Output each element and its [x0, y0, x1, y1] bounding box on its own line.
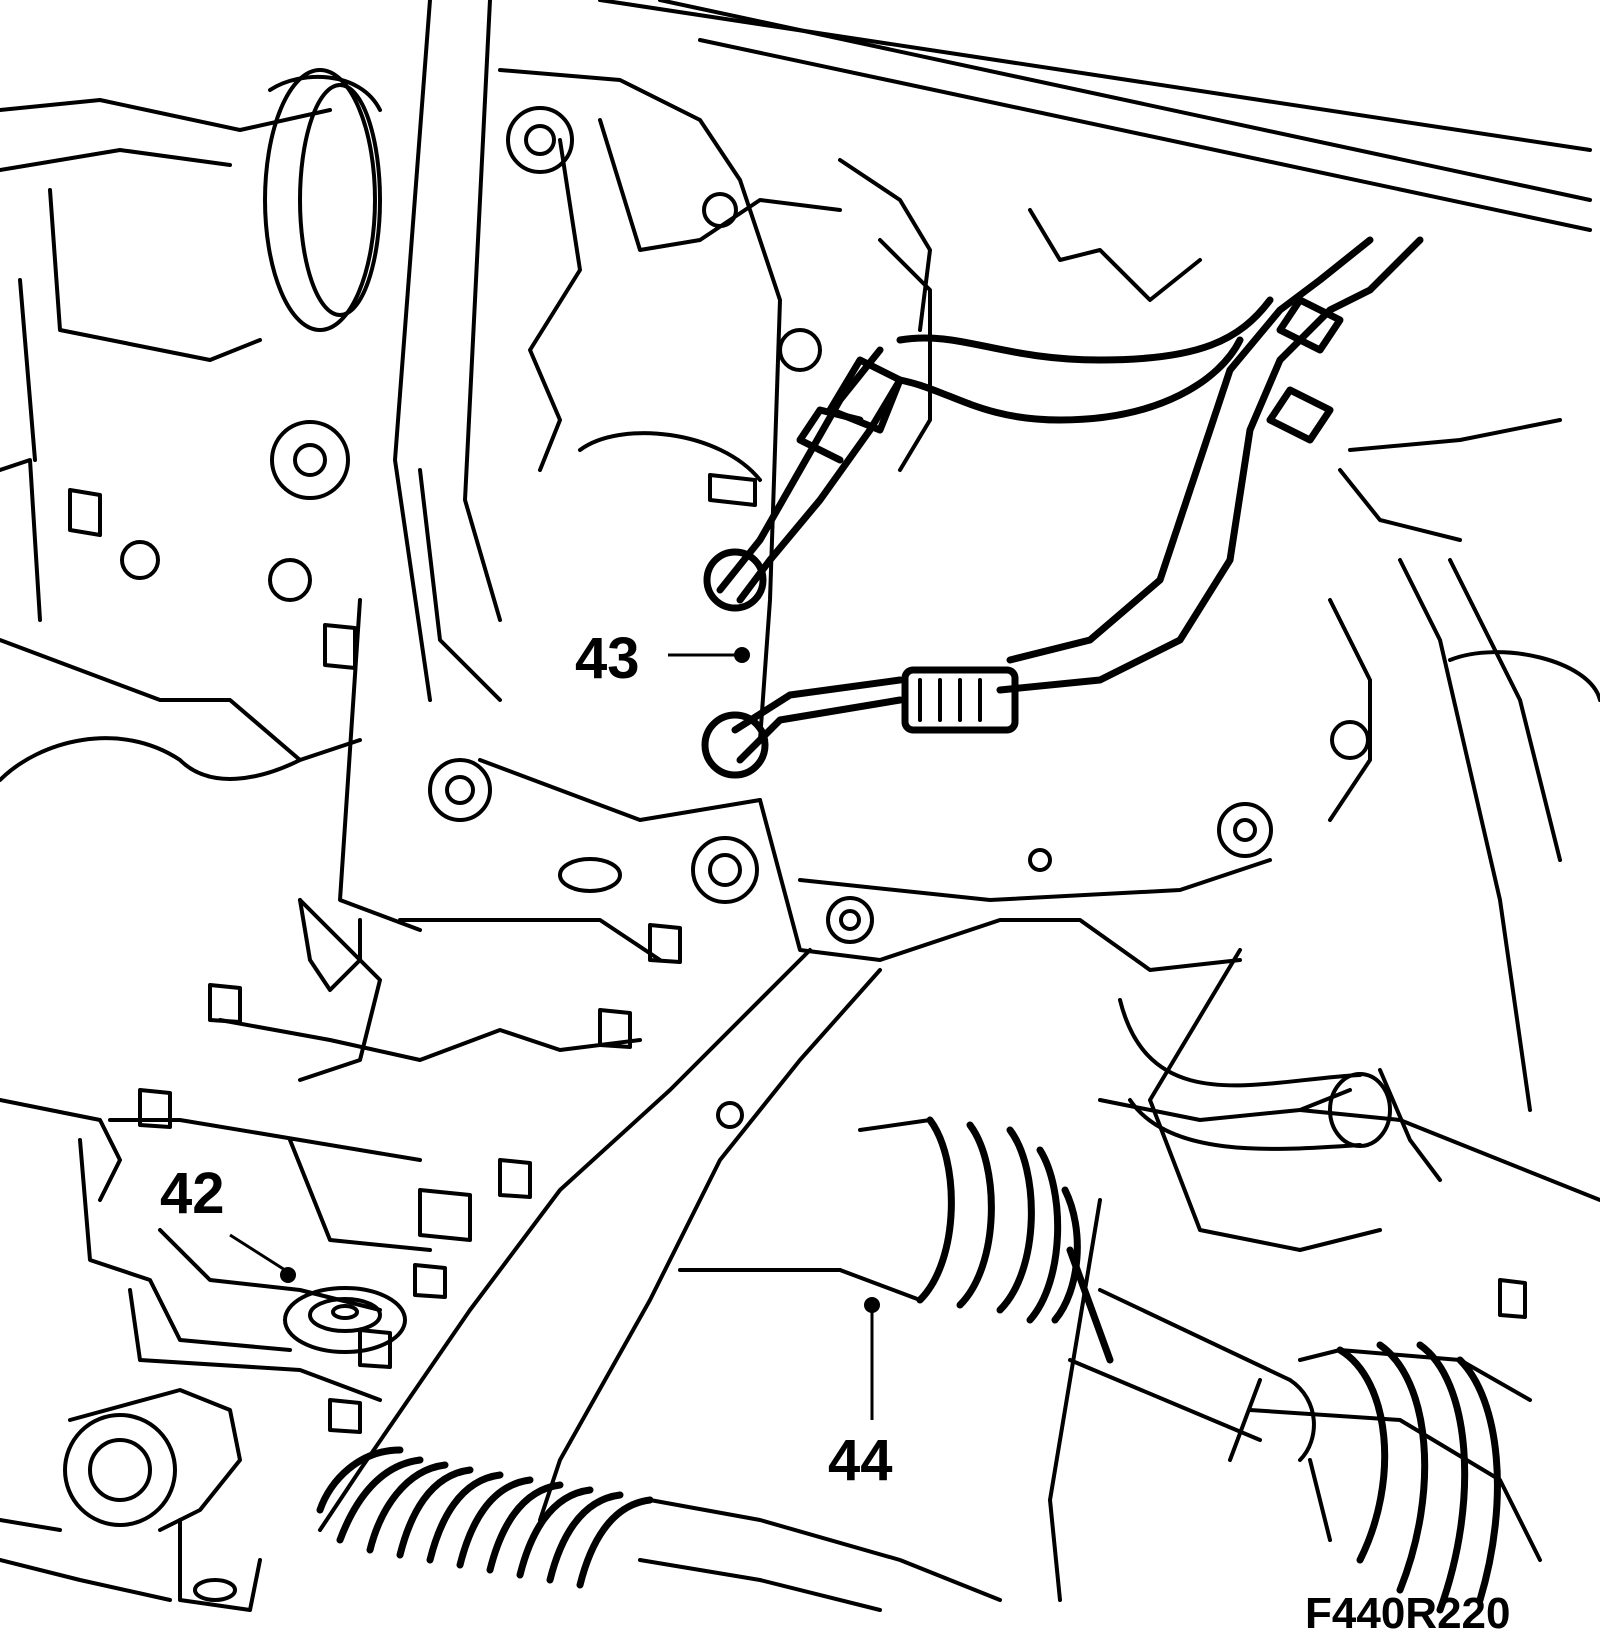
- callout-leaders: [229, 647, 880, 1420]
- callout-43-label: 43: [575, 626, 640, 691]
- figure-id: F440R220: [1305, 1589, 1510, 1638]
- callout-44-dot: [864, 1297, 880, 1313]
- drive-shaft-boot: [678, 1116, 1532, 1614]
- round-cover: [263, 68, 382, 332]
- diagonal-member: [318, 798, 1272, 1532]
- subframe: [0, 638, 762, 1162]
- vertical-frame-member: [338, 0, 502, 932]
- upper-body-panel: [0, 0, 1592, 622]
- callout-42-label: 42: [160, 1161, 225, 1226]
- steering-gear-housing: [0, 1098, 432, 1612]
- steering-rack-boot: [316, 1446, 1002, 1612]
- callout-44-label: 44: [828, 1428, 893, 1493]
- bolt-heads: [68, 106, 1527, 1434]
- callout-43-dot: [734, 647, 750, 663]
- hydraulic-lines: [701, 236, 1424, 779]
- right-side-structure: [1048, 558, 1600, 1602]
- callout-42-dot: [280, 1267, 296, 1283]
- transmission-housing: [498, 68, 1562, 742]
